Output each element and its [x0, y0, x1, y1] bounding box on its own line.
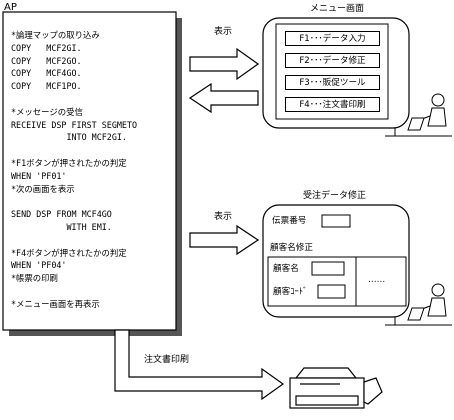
edit-user-figure — [407, 283, 447, 321]
edit-screen-title: 受注データ修正 — [303, 191, 367, 201]
code-line: *帳票の印刷 — [11, 273, 58, 284]
code-line: WITH EMI. — [11, 222, 112, 232]
customer-list-ellipsis: …… — [368, 275, 386, 285]
code-line: *F4ボタンが押されたかの判定 — [11, 247, 127, 258]
code-line: *メニュー画面を再表示 — [11, 298, 100, 309]
code-line: *F1ボタンが押されたかの判定 — [11, 158, 127, 168]
code-line: COPY MCF4GO. — [11, 68, 82, 79]
code-line: WHEN 'PF04' — [11, 260, 67, 271]
arrow-to-printer — [114, 329, 285, 401]
menu-item-f2[interactable]: F2･･･データ修正 — [285, 53, 380, 68]
menu-screen-title: メニュー画面 — [310, 4, 365, 14]
code-line: *次の画面を表示 — [11, 183, 75, 194]
ap-panel — [2, 11, 177, 331]
customer-name-box — [311, 261, 345, 276]
display-label-mid: 表示 — [214, 212, 233, 222]
ap-title: AP — [4, 2, 17, 13]
customer-code-label: 顧客ｺｰﾄﾞ — [273, 287, 308, 297]
menu-item-f1[interactable]: F1･･･データ入力 — [285, 31, 380, 46]
customer-name-label: 顧客名 — [273, 264, 299, 274]
code-line: RECEIVE DSP FIRST SEGMETO — [11, 119, 138, 130]
customer-section-label: 顧客名修正 — [270, 243, 313, 253]
code-line: *メッセージの受信 — [11, 106, 83, 117]
customer-list-box — [355, 256, 407, 307]
code-line: *論理マップの取り込み — [11, 30, 100, 40]
arrow-to-edit — [189, 224, 260, 256]
menu-item-f4[interactable]: F4･･･注文書印刷 — [285, 97, 380, 112]
code-line: COPY MCF2GI. — [11, 42, 82, 53]
code-line: COPY MCF1PO. — [11, 81, 82, 92]
slip-number-box — [321, 214, 351, 228]
arrow-from-menu — [188, 82, 259, 114]
printer-icon — [289, 367, 383, 409]
arrow-to-menu — [189, 47, 260, 81]
print-label: 注文書印刷 — [144, 355, 190, 365]
menu-item-f3[interactable]: F3･･･販促ツール — [285, 75, 380, 90]
display-label-top: 表示 — [214, 27, 233, 37]
code-line: SEND DSP FROM MCF4GO — [11, 209, 112, 220]
code-line: COPY MCF2GO. — [11, 55, 82, 66]
menu-user-figure — [407, 93, 447, 131]
customer-code-box — [317, 284, 346, 299]
code-line: WHEN 'PF01' — [11, 170, 67, 181]
code-line: INTO MCF2GI. — [11, 132, 127, 143]
slip-number-label: 伝票番号 — [272, 216, 307, 226]
